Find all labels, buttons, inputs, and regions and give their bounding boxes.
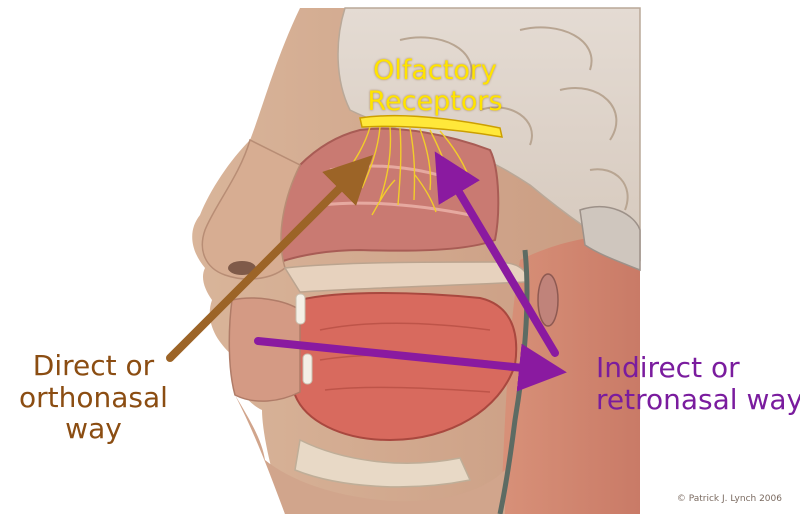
front-tooth-lower xyxy=(302,353,313,385)
pharynx xyxy=(497,249,530,514)
indirect-label-line-2: retronasal way xyxy=(596,382,800,416)
nostril xyxy=(228,261,256,275)
olfactory-label-line-1: Olfactory xyxy=(373,55,497,86)
direct-orthonasal-arrow xyxy=(166,155,373,362)
olfactory-label-line-2: Receptors xyxy=(367,85,503,117)
front-tooth-upper xyxy=(295,293,306,325)
direct-label-line-1: Direct or xyxy=(32,349,155,382)
direct-label-line-2: orthonasal xyxy=(19,380,168,414)
spine-structure xyxy=(579,206,641,272)
illustration-credit: © Patrick J. Lynch 2006 xyxy=(676,494,782,504)
indirect-arrow-upper xyxy=(434,151,559,357)
chin xyxy=(235,395,505,514)
epiglottis xyxy=(537,273,559,327)
olfactory-bulb xyxy=(359,114,503,138)
lips xyxy=(228,297,301,402)
brain-folds xyxy=(399,26,629,211)
jaw-bone xyxy=(294,438,472,488)
indirect-arrow-lower xyxy=(254,337,567,392)
direct-label-line-3: way xyxy=(65,412,122,446)
neck-region xyxy=(500,236,640,514)
nose xyxy=(201,138,302,280)
indirect-label-line-1: Indirect or xyxy=(596,351,740,384)
